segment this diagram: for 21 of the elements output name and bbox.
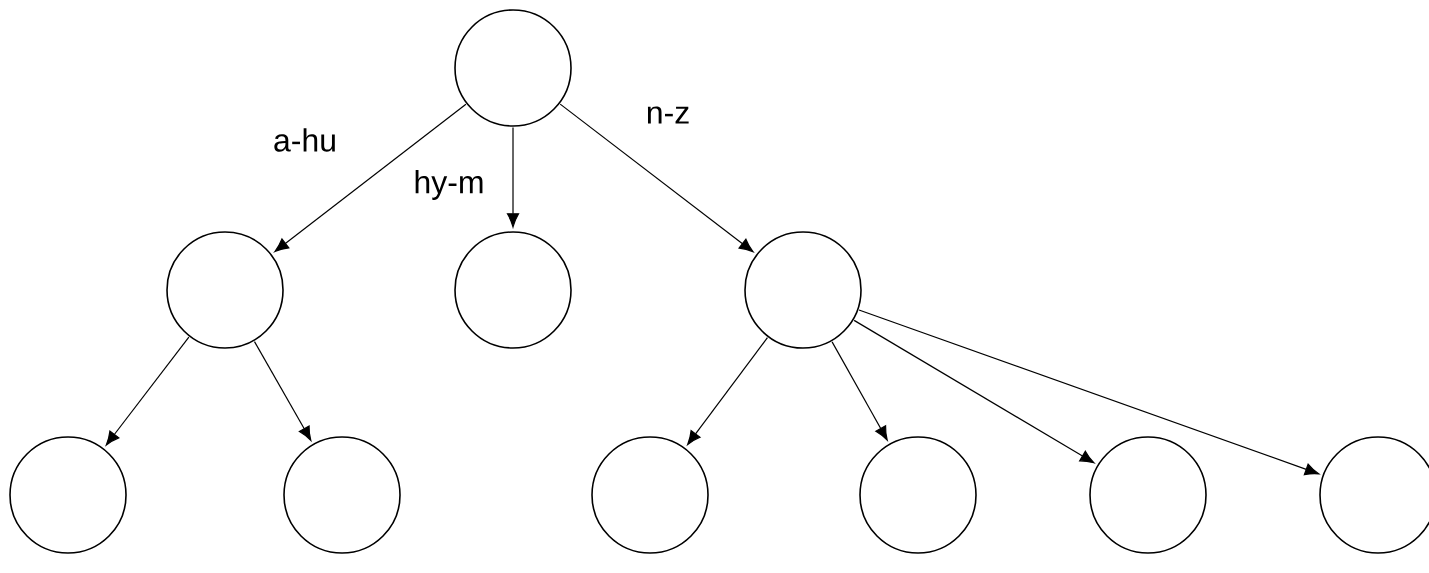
circle-node — [744, 231, 862, 349]
arrow — [559, 103, 754, 253]
edge-label: n-z — [644, 105, 692, 125]
arrow — [506, 126, 520, 228]
circle-node — [591, 436, 709, 554]
arrow — [831, 341, 888, 441]
circle-node — [283, 436, 401, 554]
edge-label: a-hu — [271, 126, 339, 154]
arrow — [853, 319, 1095, 464]
circle-node — [454, 231, 572, 349]
arrow — [253, 341, 312, 441]
circle-node — [166, 231, 284, 349]
edge-label: hy-m — [412, 168, 486, 202]
arrow — [687, 337, 769, 446]
arrow — [858, 309, 1320, 476]
circle-node — [859, 436, 977, 554]
circle-node — [9, 436, 127, 554]
circle-node — [454, 9, 572, 127]
arrow — [274, 103, 467, 253]
circle-node — [1089, 436, 1207, 554]
arrow — [105, 336, 190, 446]
